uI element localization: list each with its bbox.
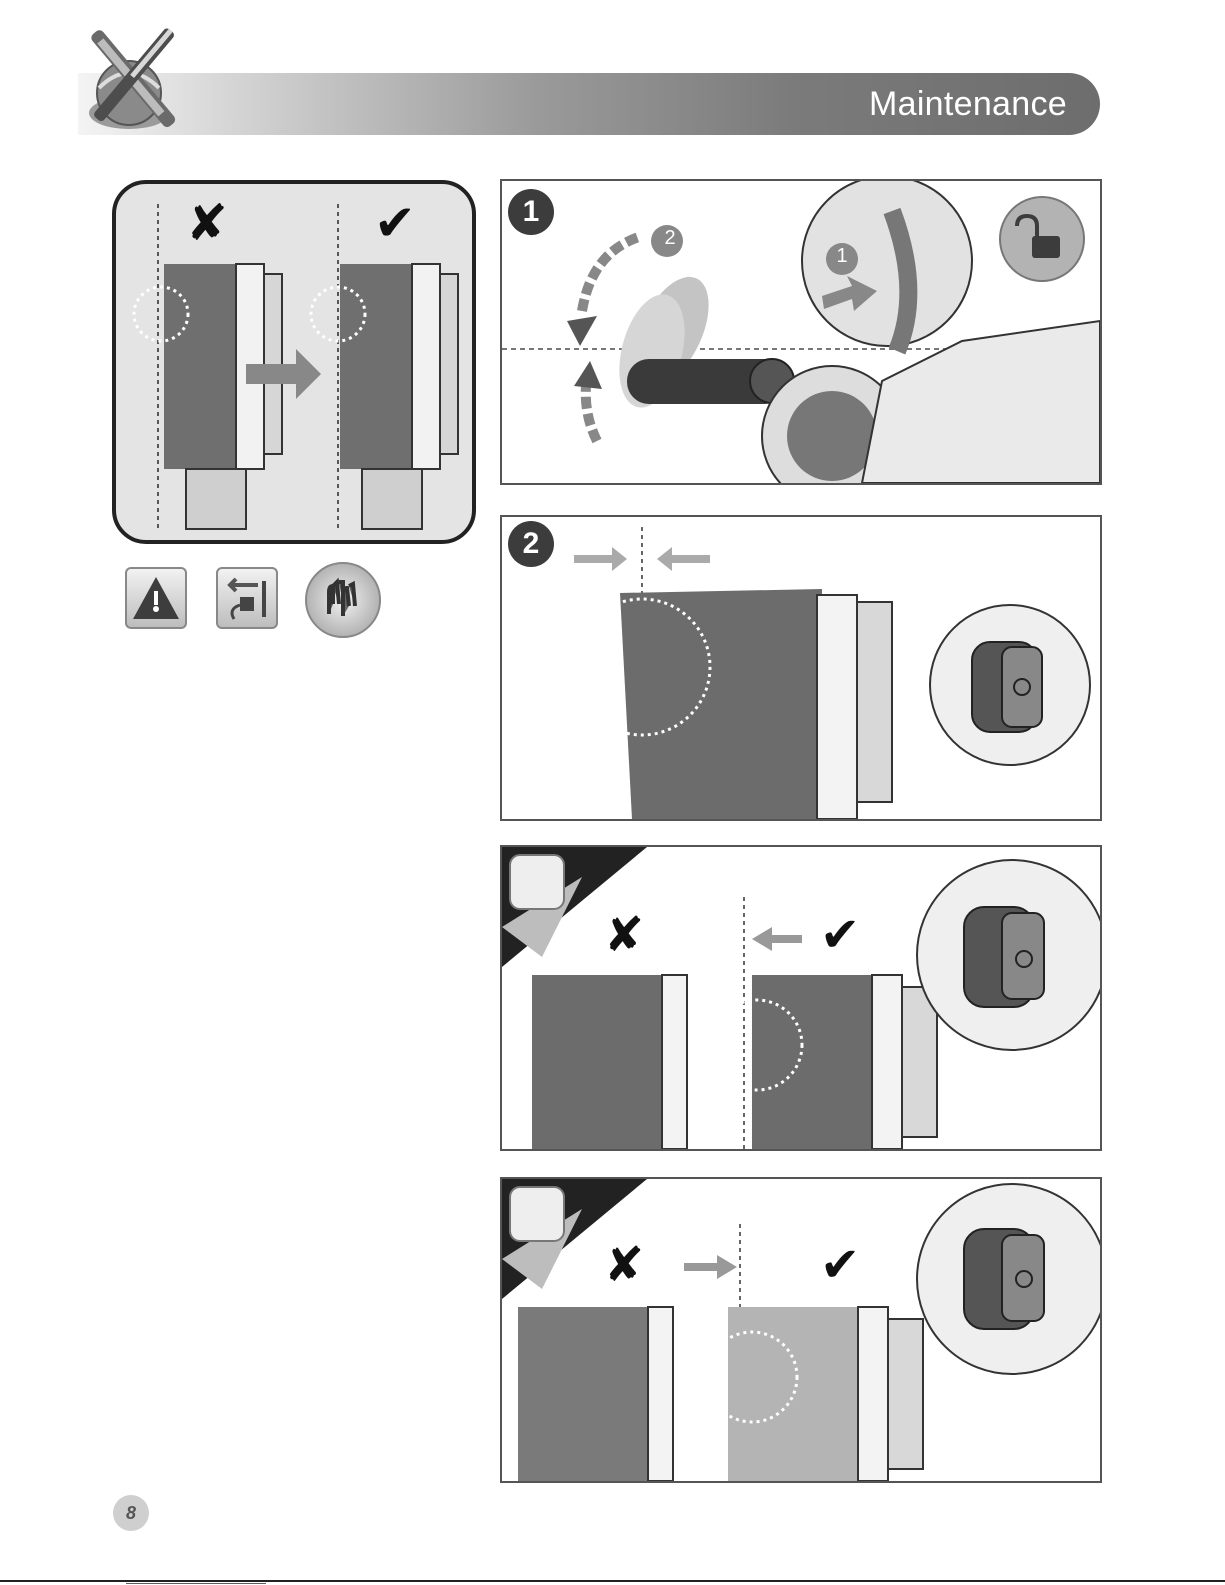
tools-icon <box>74 18 204 138</box>
step-3-illustration <box>502 847 1100 1149</box>
bottom-rule <box>0 1580 1225 1582</box>
callout-number-1: 1 <box>829 245 855 268</box>
step-2-panel: 2 <box>500 515 1102 821</box>
right-mark: ✔ <box>374 194 416 252</box>
step-1-badge: 1 <box>508 189 554 235</box>
step-2-badge: 2 <box>508 521 554 567</box>
page-title: Maintenance <box>869 85 1067 124</box>
right-mark: ✔ <box>820 907 860 963</box>
step-4-illustration <box>502 1179 1100 1481</box>
step-1-illustration <box>502 181 1100 483</box>
unplug-icon <box>216 567 278 629</box>
step-2-illustration <box>502 517 1100 819</box>
bottom-link-underline <box>126 1583 266 1584</box>
wrong-mark: ✘ <box>604 1237 644 1293</box>
step-3-panel: ✘ ✔ <box>500 845 1102 1151</box>
overview-illustration <box>116 184 472 540</box>
page-number: 8 <box>113 1495 149 1531</box>
wrong-mark: ✘ <box>186 194 228 252</box>
overview-panel: ✘ ✔ <box>112 180 476 544</box>
gloves-icon <box>305 562 381 638</box>
step-1-panel: 1 2 1 <box>500 179 1102 485</box>
callout-number-2: 2 <box>657 227 683 250</box>
right-mark: ✔ <box>820 1237 860 1293</box>
step-4-panel: ✘ ✔ <box>500 1177 1102 1483</box>
warning-icon <box>125 567 187 629</box>
wrong-mark: ✘ <box>604 907 644 963</box>
